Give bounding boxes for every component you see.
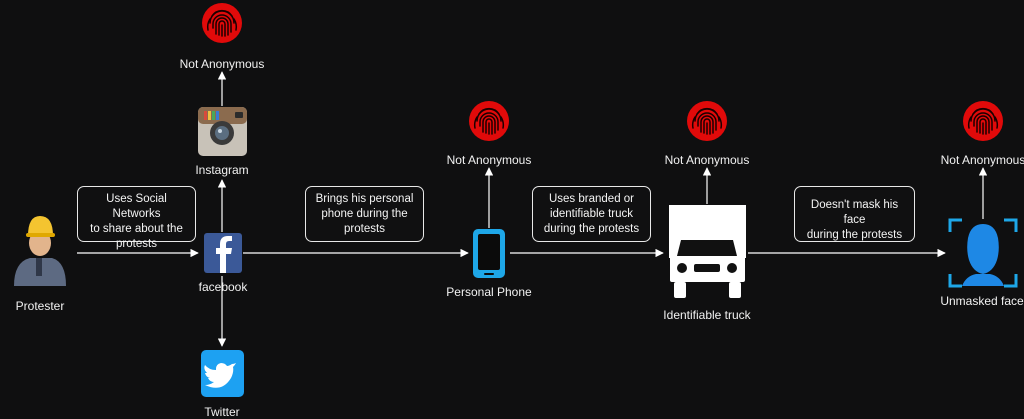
node-label-twitter: Twitter (204, 405, 240, 419)
fingerprint-icon-phone (468, 100, 510, 142)
note-personal-phone: Brings his personal phone during the pro… (305, 186, 424, 242)
note-social-networks: Uses Social Networks to share about the … (77, 186, 196, 250)
twitter-icon (201, 350, 244, 397)
fingerprint-icon-truck (686, 100, 728, 142)
facebook-icon (204, 233, 242, 273)
connectors (77, 71, 988, 347)
fingerprint-icon-instagram (201, 2, 243, 44)
fingerprint-icon-face (962, 100, 1004, 142)
node-label-truck: Identifiable truck (663, 308, 751, 322)
marker-label-phone: Not Anonymous (446, 153, 532, 167)
node-label-face: Unmasked face (940, 294, 1024, 308)
marker-label-face: Not Anonymous (940, 153, 1024, 167)
instagram-icon (198, 107, 247, 156)
face-scan-icon (948, 218, 1018, 288)
marker-label-truck: Not Anonymous (664, 153, 750, 167)
node-label-phone: Personal Phone (446, 285, 532, 299)
node-label-facebook: facebook (198, 280, 248, 294)
node-label-protester: Protester (15, 299, 65, 313)
face-silhouette-icon (962, 224, 1004, 286)
note-unmasked-face: Doesn't mask his face during the protest… (794, 186, 915, 242)
node-label-instagram: Instagram (195, 163, 249, 177)
note-identifiable-truck: Uses branded or identifiable truck durin… (532, 186, 651, 242)
protester-icon (14, 216, 66, 286)
truck-icon (669, 205, 746, 298)
phone-icon (473, 229, 505, 278)
marker-label-instagram: Not Anonymous (179, 57, 265, 71)
